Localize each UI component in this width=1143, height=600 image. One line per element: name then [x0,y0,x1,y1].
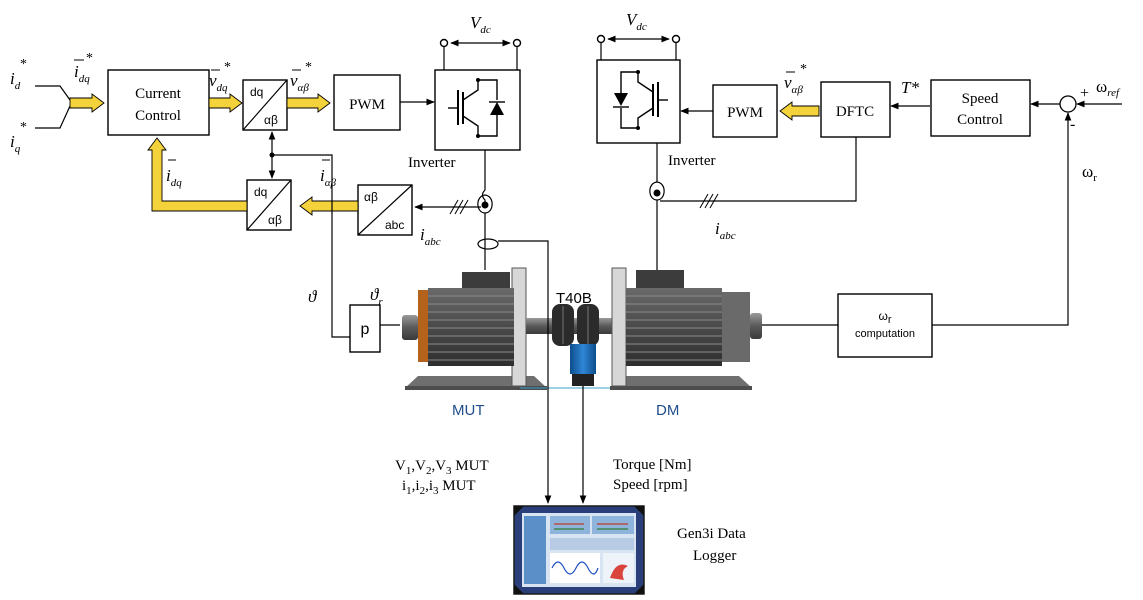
dm-motor [610,268,762,390]
current-control-label-1: Current [135,86,182,102]
svg-text:ωr: ωr [1082,162,1097,184]
torque-ref-label: T* [901,78,919,97]
t40b-label: T40B [556,290,592,307]
dq-label-bottom: dq [254,185,267,199]
ct-sensor-left [478,239,498,249]
t40b-sensor [570,344,596,374]
svg-text:iαβ: iαβ [320,166,337,189]
ab-label-bottom: αβ [268,213,282,227]
dftc-label: DFTC [836,104,874,120]
dm-label: DM [656,402,679,419]
iabc-label-right: iabc [715,219,736,242]
speed-measure-label: Speed [rpm] [613,477,688,493]
omega-ref-label: ωref [1096,77,1121,99]
ab-label-top: αβ [264,113,278,127]
omega-r-computation-block [838,294,932,357]
logger-label-2: Logger [693,548,736,564]
mut-motor [402,268,547,390]
svg-text:*: * [305,60,312,75]
vab-ref-arrow-right [780,102,819,120]
abc-label: abc [385,218,404,232]
logger-label-1: Gen3i Data [677,526,746,542]
current-control-block [108,70,209,135]
idq-ref-arrow [70,94,104,112]
svg-text:ωref: ωref [1096,77,1121,99]
omega-r-feedback-label: ωr [1082,162,1097,184]
mut-current-label: i1,i2,i3 MUT [402,478,476,497]
idq-feedback-label: idq [166,160,182,189]
vdc-right: Vdc [598,10,680,60]
idq-ref-label: idq * [74,51,93,85]
idq-feedback-arrow [148,138,247,211]
summing-junction [1060,96,1076,112]
omega-r-computation-label: computation [855,328,915,340]
iab-feedback-arrow [300,197,358,215]
svg-text:*: * [20,57,27,72]
dq-label-top: dq [250,85,263,99]
iabc-label-left: iabc [420,225,441,248]
data-logger-image [514,506,644,594]
minus-sign: - [1070,116,1075,133]
reference-input-lines [35,86,70,128]
pwm-label-right: PWM [727,105,763,121]
mut-voltage-label: V1,V2,V3 MUT [395,458,489,477]
torque-measure-label: Torque [Nm] [613,457,692,473]
svg-text:i1,i2,i3 MUT: i1,i2,i3 MUT [402,478,476,497]
mut-label: MUT [452,402,485,419]
inverter-label-left: Inverter [408,155,455,171]
svg-text:V1,V2,V3 MUT: V1,V2,V3 MUT [395,458,489,477]
svg-text:iabc: iabc [715,219,736,242]
current-sensor-left [482,202,489,209]
current-sensor-right [654,190,661,197]
speed-control-label-2: Control [957,112,1003,128]
vdq-ref-label: vdq * [209,60,231,94]
ab-label-right: αβ [364,190,378,204]
svg-text:*: * [86,51,93,66]
plus-sign: + [1080,85,1089,102]
iab-label: iαβ [320,160,337,189]
vdq-ref-arrow [209,94,242,112]
svg-text:Vdc: Vdc [470,13,491,36]
svg-text:Vdc: Vdc [626,10,647,33]
current-control-label-2: Control [135,108,181,124]
svg-text:*: * [224,60,231,75]
svg-text:id: id [10,69,21,92]
id-ref-label: id * [10,57,27,92]
svg-text:*: * [800,62,807,77]
vab-ref-label-left: vαβ * [290,60,312,94]
speed-control-label-1: Speed [962,91,999,107]
inverter-left-block [435,70,520,150]
svg-text:iq: iq [10,132,21,155]
pole-pairs-label: p [361,321,370,338]
shaft-coupling [526,304,626,346]
iq-ref-label: iq * [10,120,27,155]
inverter-right-block [597,60,680,143]
theta-label: ϑ [308,287,318,306]
vab-ref-arrow-left [287,94,330,112]
inverter-label-right: Inverter [668,153,715,169]
svg-text:iabc: iabc [420,225,441,248]
vab-ref-label-right: vαβ * [784,62,807,96]
svg-text:idq: idq [166,166,182,189]
pwm-label-left: PWM [349,97,385,113]
svg-text:*: * [20,120,27,135]
vdc-left: Vdc [441,13,521,70]
